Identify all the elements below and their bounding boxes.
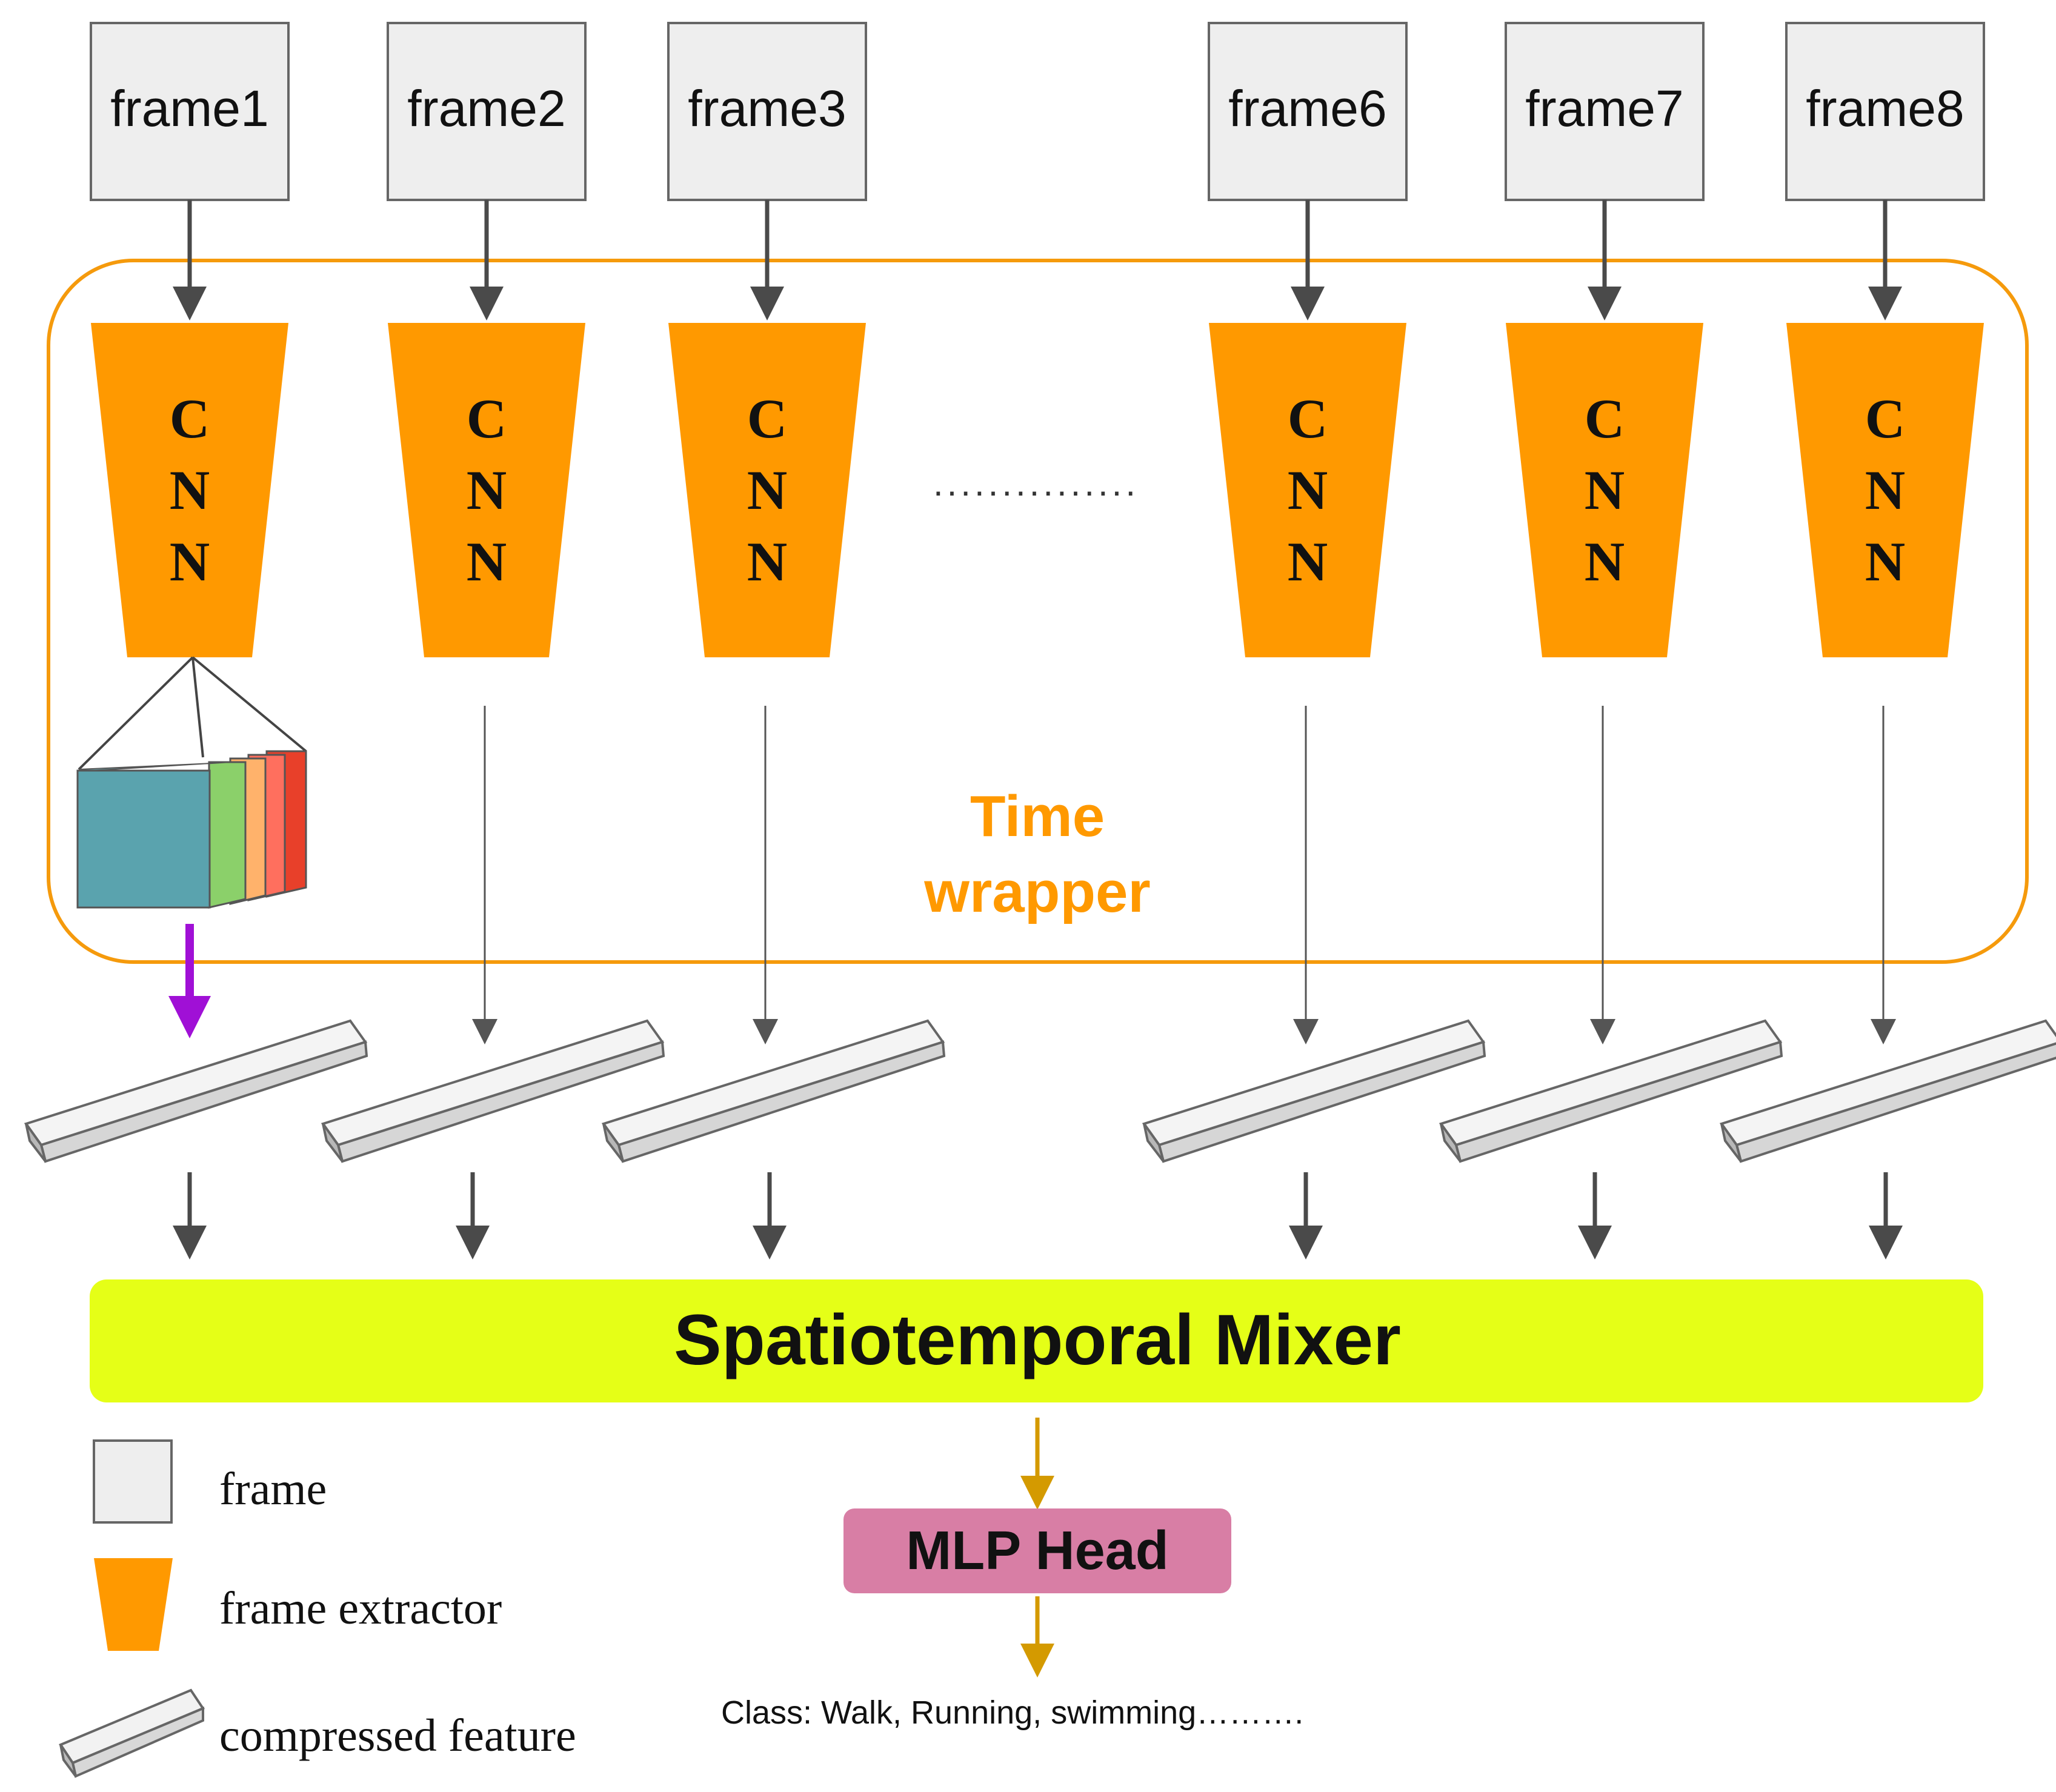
spatiotemporal-mixer-label: Spatiotemporal Mixer	[674, 1300, 1401, 1380]
time-wrapper-label-line1: Time	[970, 784, 1105, 849]
frame-label: frame1	[110, 80, 268, 137]
ellipsis-dots: ...............	[933, 463, 1139, 503]
compressed-feature	[1719, 1019, 2056, 1163]
cnn-letter: N	[1288, 459, 1328, 521]
cnn-letter: C	[1585, 388, 1625, 450]
cnn-extractor	[388, 323, 585, 657]
cnn-letter: N	[467, 531, 507, 592]
legend-feature-swatch	[58, 1688, 205, 1778]
compressed-feature	[1142, 1019, 1486, 1163]
frame-box	[90, 22, 290, 201]
legend: frame frame extractor compressed feature	[58, 1439, 576, 1778]
compressed-feature	[321, 1019, 665, 1163]
feature-map-stack	[76, 656, 307, 909]
cnn-letter: N	[170, 531, 210, 592]
frame-label: frame8	[1806, 80, 1964, 137]
cnn-letter: N	[747, 531, 787, 592]
cnn-extractor	[91, 323, 288, 657]
cnn-extractor	[1786, 323, 1984, 657]
cnn-letter: C	[1288, 388, 1328, 450]
cnn-letter: C	[170, 388, 210, 450]
legend-frame-label: frame	[219, 1464, 327, 1515]
time-wrapper-label-line2: wrapper	[923, 860, 1150, 924]
legend-frame-swatch	[93, 1439, 173, 1524]
cnn-letter: C	[747, 388, 787, 450]
cnn-letter: N	[1865, 531, 1905, 592]
cnn-letter: C	[467, 388, 507, 450]
compressed-feature	[1439, 1019, 1783, 1163]
cnn-extractor	[668, 323, 866, 657]
frame-label: frame7	[1525, 80, 1683, 137]
cnn-letter: N	[1288, 531, 1328, 592]
cnn-letter: N	[1865, 459, 1905, 521]
class-output-label: Class: Walk, Running, swimming……….	[721, 1694, 1303, 1731]
legend-extractor-swatch	[94, 1558, 173, 1651]
frame-label: frame3	[688, 80, 846, 137]
frame-box	[1505, 22, 1705, 201]
frame-box	[387, 22, 587, 201]
frame-box	[1208, 22, 1408, 201]
legend-extractor-label: frame extractor	[219, 1583, 502, 1634]
compressed-feature	[24, 1019, 368, 1163]
mlp-head-label: MLP Head	[906, 1521, 1168, 1581]
frame-box	[667, 22, 867, 201]
cnn-letter: N	[170, 459, 210, 521]
legend-feature-label: compressed feature	[219, 1710, 576, 1761]
frame-label: frame2	[407, 80, 565, 137]
time-wrapper-box	[47, 259, 2029, 964]
frame-label: frame6	[1228, 80, 1386, 137]
spatiotemporal-mixer-box	[90, 1279, 1983, 1402]
cnn-letter: N	[467, 459, 507, 521]
mlp-head-box	[843, 1508, 1231, 1593]
frames-layer: frame1CNNframe2CNNframe3CNNframe6CNNfram…	[24, 22, 2056, 1259]
cnn-letter: N	[1585, 459, 1625, 521]
cnn-letter: N	[747, 459, 787, 521]
compressed-feature	[601, 1019, 946, 1163]
cnn-letter: N	[1585, 531, 1625, 592]
cnn-letter: C	[1865, 388, 1905, 450]
cnn-extractor	[1209, 323, 1406, 657]
cnn-extractor	[1506, 323, 1703, 657]
